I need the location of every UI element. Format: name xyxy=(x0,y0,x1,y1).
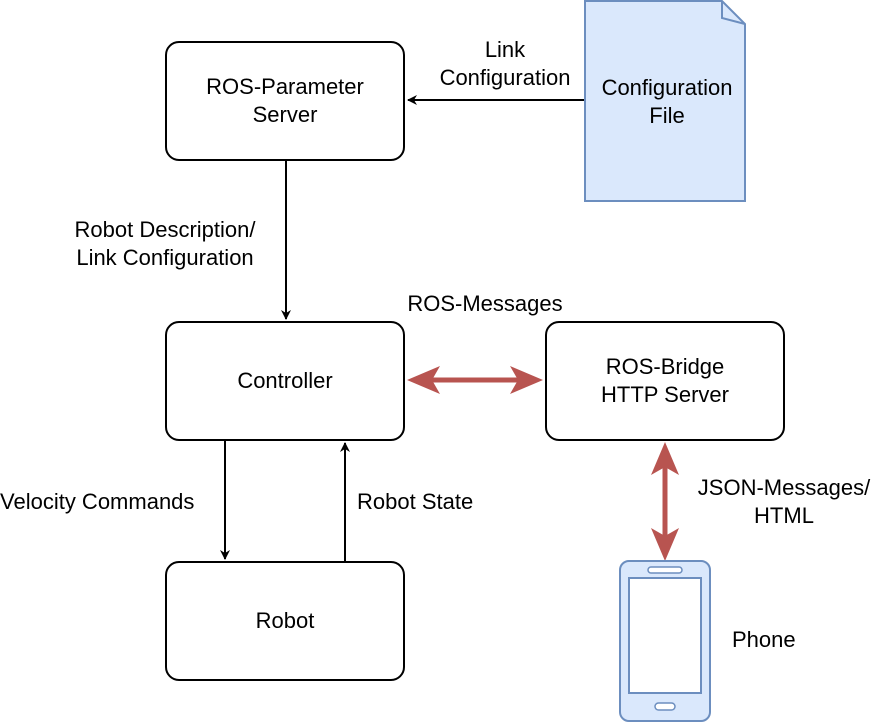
ros-bridge-node[interactable]: ROS-Bridge HTTP Server xyxy=(545,321,785,441)
robot-node[interactable]: Robot xyxy=(165,561,405,681)
controller-label: Controller xyxy=(237,368,333,393)
ros-messages-edge-label: ROS-Messages xyxy=(407,291,563,316)
robot-description-line-2: Link Configuration xyxy=(76,245,254,270)
phone-label: Phone xyxy=(732,627,796,652)
json-messages-line-1: JSON-Messages/ xyxy=(697,475,871,500)
json-messages-edge-label: JSON-Messages/ HTML xyxy=(684,474,882,530)
ros-parameter-server-node[interactable]: ROS-Parameter Server xyxy=(165,41,405,161)
config-file-line-1: Configuration xyxy=(601,75,733,100)
param-server-line-2: Server xyxy=(252,102,318,127)
param-server-line-1: ROS-Parameter xyxy=(206,74,364,99)
config-file-label: Configuration File xyxy=(585,74,749,130)
ros-bridge-line-1: ROS-Bridge xyxy=(605,354,725,379)
link-config-line-2: Configuration xyxy=(439,65,571,90)
controller-node[interactable]: Controller xyxy=(165,321,405,441)
link-configuration-edge-label: Link Configuration xyxy=(425,36,585,92)
velocity-commands-edge-label: Velocity Commands xyxy=(0,489,195,514)
arrow-controller-bridge xyxy=(407,366,543,394)
config-file-fold xyxy=(721,1,746,25)
robot-description-edge-label: Robot Description/ Link Configuration xyxy=(45,216,285,272)
json-messages-line-2: HTML xyxy=(754,503,814,528)
config-file-line-2: File xyxy=(649,103,685,128)
ros-bridge-line-2: HTTP Server xyxy=(601,382,729,407)
arrow-bridge-phone xyxy=(651,442,679,561)
link-config-line-1: Link xyxy=(484,37,526,62)
robot-state-edge-label: Robot State xyxy=(357,489,474,514)
robot-description-line-1: Robot Description/ xyxy=(74,217,256,242)
config-file-shape[interactable] xyxy=(584,0,746,202)
phone-icon[interactable] xyxy=(619,560,711,722)
robot-label: Robot xyxy=(255,608,315,633)
